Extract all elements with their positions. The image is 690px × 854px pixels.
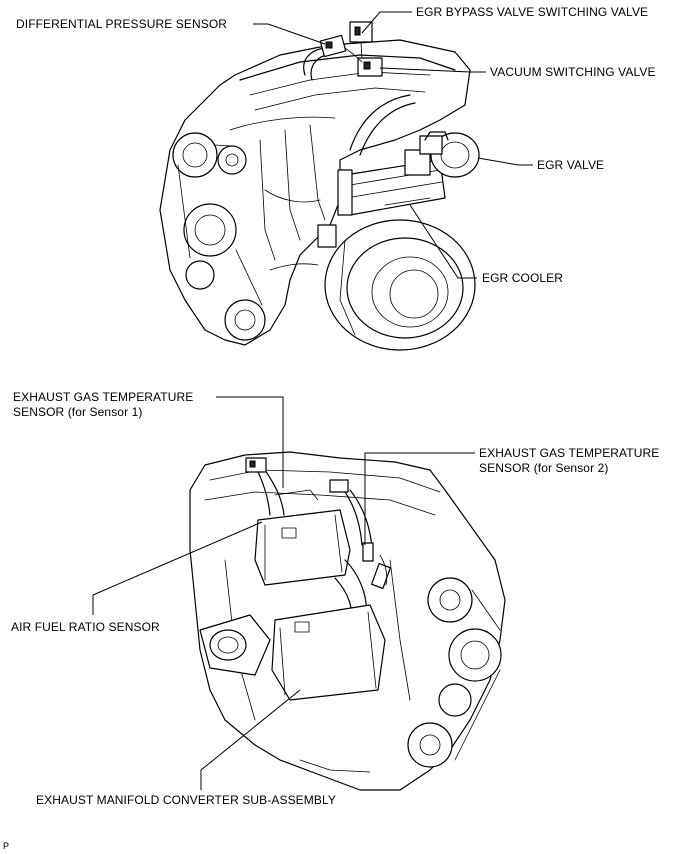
leader-lines xyxy=(92,11,533,790)
label-egr-cooler: EGR COOLER xyxy=(482,271,564,285)
label-exhaust-gas-temperature-sensor-1: EXHAUST GAS TEMPERATURE SENSOR (for Sens… xyxy=(13,390,193,420)
label-exhaust-gas-temperature-sensor-2: EXHAUST GAS TEMPERATURE SENSOR (for Sens… xyxy=(479,446,659,476)
top-engine-illustration xyxy=(159,21,480,351)
label-air-fuel-ratio-sensor: AIR FUEL RATIO SENSOR xyxy=(11,620,160,634)
label-line: EXHAUST GAS TEMPERATURE xyxy=(479,446,660,460)
corner-mark: P xyxy=(3,841,10,851)
label-line: EXHAUST GAS TEMPERATURE xyxy=(13,390,194,404)
label-vacuum-switching-valve: VACUUM SWITCHING VALVE xyxy=(490,65,656,79)
label-egr-valve: EGR VALVE xyxy=(537,158,605,172)
label-egr-bypass-valve-switching-valve: EGR BYPASS VALVE SWITCHING VALVE xyxy=(416,5,649,19)
label-exhaust-manifold-converter-sub-assembly: EXHAUST MANIFOLD CONVERTER SUB-ASSEMBLY xyxy=(36,793,336,807)
label-line: SENSOR (for Sensor 2) xyxy=(479,461,609,475)
bottom-engine-illustration xyxy=(189,451,506,791)
label-line: SENSOR (for Sensor 1) xyxy=(13,405,143,419)
label-differential-pressure-sensor: DIFFERENTIAL PRESSURE SENSOR xyxy=(16,17,228,31)
